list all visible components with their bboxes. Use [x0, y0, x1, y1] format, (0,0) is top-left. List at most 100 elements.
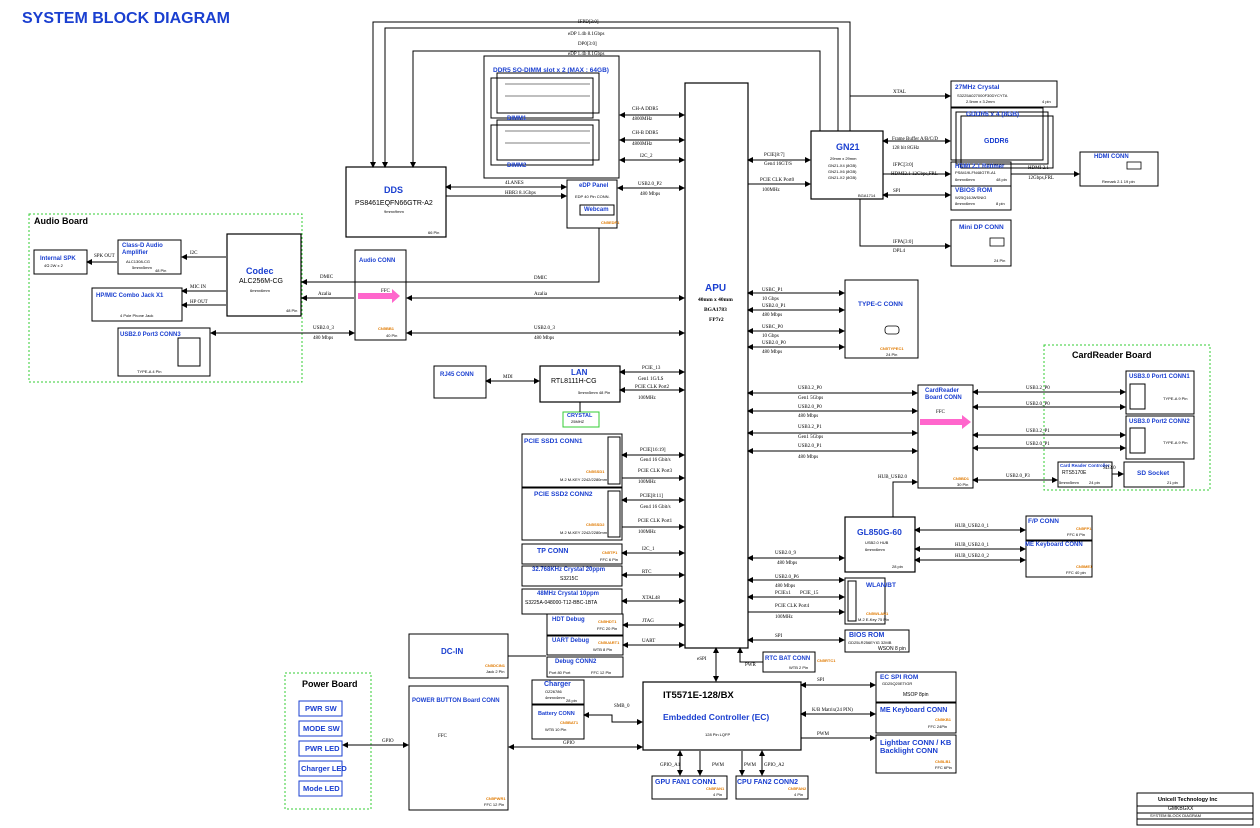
bus-usb2p1: USB2.0_P1 [798, 444, 822, 449]
bus-usb3p1: USB3.2_P1 [798, 425, 822, 430]
bus-xtal48: XTAL48 [642, 596, 660, 601]
bus-pciex1: PCIEx1 [775, 591, 791, 596]
rtcbat-title: RTC BAT CONN [765, 656, 811, 662]
usbp3-sub: TYPE-A 4 Pin [137, 369, 162, 374]
bus-hub: HUB_USB2.0 [878, 475, 908, 480]
gl850-size: 6mmx6mm [865, 547, 885, 552]
xtal27-title: 27MHz Crystal [955, 84, 1000, 91]
bus-smb0: SMB_0 [614, 704, 630, 709]
bus-uart: UART [642, 639, 656, 644]
uart-sub: WTB 8 Pin [593, 647, 613, 652]
bus-dmic-2: DMIC [534, 276, 548, 281]
bus-gpio-left: GPIO [382, 739, 394, 744]
bus-wlan-mhz: 100MHz [775, 615, 793, 620]
chb-speed: 4800MHz [632, 142, 653, 147]
bus-usb2p0-speed: 480 Mbps [798, 414, 819, 419]
edp-sub: EDP 40 Pin CONN. [575, 194, 610, 199]
bus-mic-in: MIC IN [190, 285, 206, 290]
bus-dmic-1: DMIC [320, 275, 334, 280]
bus-dp: eDP 1.4b 8.1Gbps [568, 52, 605, 57]
hpmic-sub: 4 Pole Phone Jack [120, 313, 154, 318]
bus-i2c1: I2C_1 [642, 547, 655, 552]
apu-fp: FP7r2 [709, 317, 724, 323]
ssd2-tag: CN5SSD2 [586, 522, 605, 527]
lan-part: RTL8111H-CG [551, 378, 597, 385]
bus-128bit: 128 bit 8GHz [892, 146, 920, 151]
bus-usbc-p0-speed: 10 Gbps [762, 334, 779, 339]
cardbd-title: CardReader Board CONN [925, 388, 962, 401]
bus-gen1: Gen1 1G/LS [638, 377, 664, 382]
ddr-i2c: I2C_2 [640, 154, 653, 159]
page-title: SYSTEM BLOCK DIAGRAM [22, 10, 230, 27]
fp-title: F/P CONN [1028, 518, 1059, 525]
chb-label: CH-B DDR5 [632, 131, 659, 136]
ecspi-title: EC SPI ROM [880, 674, 919, 681]
bus-usb2-p0: USB2.0_P0 [762, 341, 786, 346]
codec-title: Codec [246, 266, 274, 276]
bus-hbr3: HBR3 8.1Gbps [505, 191, 536, 196]
bus-azalia-2: Azalia [534, 292, 548, 297]
battery-tag: CN5BAT1 [560, 720, 579, 725]
bus-usbc-p1-speed: 10 Gbps [762, 297, 779, 302]
fp-sub: FFC 6 Pin [1067, 532, 1086, 537]
classd-title: Class-D Audio Amplifier [122, 243, 163, 256]
minidp-pins: 24 Pin [994, 258, 1006, 263]
bus-jtag: JTAG [642, 619, 654, 624]
hdmi-retimer-part: PS8419LFN48GTR-A1 [955, 170, 996, 175]
dds-title: DDS [384, 185, 404, 195]
bus-ifpd: IFPD[3:0] [578, 20, 599, 25]
vbios-pins: 8 pin [996, 201, 1005, 206]
apu-title: APU [705, 283, 727, 294]
hpmic-title: HP/MIC Combo Jack X1 [96, 293, 164, 299]
bus-pcie13: PCIE_13 [642, 366, 661, 371]
bus-usb2p3-2: USB2.0_3 [534, 326, 555, 331]
gn21-size: 29mm x 29mm [830, 156, 857, 161]
gn21-title: GN21 [836, 142, 860, 152]
bus-pcie8-11: PCIE[8:11] [640, 494, 663, 499]
codec-size: 6mmx6mm [250, 288, 270, 293]
bus-fan1-gpio: GPIO_A1 [660, 763, 681, 768]
bus-usb3p0-gen1: Gen1 5Gbps [798, 396, 824, 401]
ssd1-title: PCIE SSD1 CONN1 [524, 438, 583, 445]
bus-usb2p3-speed1: 480 Mbps [313, 336, 334, 341]
ssd1-tag: CN5SSD1 [586, 469, 605, 474]
bus-fan1-pwm: PWM [712, 763, 724, 768]
gn21-bga: BGA1714 [858, 193, 876, 198]
doc-name: SYSTEM BLOCK DIAGRAM [1150, 813, 1201, 818]
charger-sub: 4mmx4mm [545, 695, 565, 700]
bus-rtc: RTC [642, 570, 652, 575]
gn21-l2: GN21-X6 (8GB) [828, 169, 857, 174]
bios-pins: WSON 8 pin [878, 646, 906, 652]
bus-ifpa: IFPA[3:0] [893, 240, 914, 245]
bus-lan-mhz: 100MHz [638, 396, 656, 401]
vbios-part: W25Q16JWSNIG [955, 195, 987, 200]
gn21-l3: GN21-X2 (8GB) [828, 175, 857, 180]
bus-usb2-p1: USB2.0_P1 [762, 304, 786, 309]
bus-mekb-2: HUB_USB2.0_2 [955, 554, 990, 559]
eckb-tag: CN5KB1 [935, 717, 952, 722]
rj45-title: RJ45 CONN [440, 372, 474, 378]
xtal48-title: 48MHz Crystal 10ppm [537, 591, 600, 597]
fp-tag: CN5FP1 [1076, 526, 1092, 531]
hdmi-sub: Remark 2.1 19 pin [1102, 179, 1135, 184]
dds-part: PS8461EQFN66GTR-A2 [355, 200, 433, 207]
bus-gn21-mhz: 100MHz [762, 188, 780, 193]
pwr-sw-label: PWR SW [305, 704, 337, 713]
audio-board-title: Audio Board [34, 216, 88, 226]
apu-bga: BGA1783 [704, 307, 727, 313]
hdt-sub: FFC 20 Pin [597, 626, 618, 631]
debug2-title: Debug CONN2 [555, 659, 597, 665]
audio-conn-tag: CN5BB1 [378, 326, 395, 331]
cha-speed: 4800MHz [632, 117, 653, 122]
bus-spi-bios: SPI [775, 634, 783, 639]
charger-led-label: Charger LED [301, 764, 347, 773]
charger-pins: 28 pin [566, 698, 577, 703]
usb30p1-title: USB3.0 Port1 CONN1 [1129, 374, 1190, 380]
bus-4lanes: 4LANES [505, 181, 524, 186]
codec-pins: 48 Pin [286, 308, 298, 313]
cardreader-board-title: CardReader Board [1072, 350, 1152, 360]
dcin-tag: CN5DCIN1 [485, 663, 506, 668]
charger-title: Charger [544, 681, 571, 688]
ecspi-pins: MSOP 8pin [903, 692, 929, 698]
powerbtn-ffc: FFC [438, 734, 447, 739]
